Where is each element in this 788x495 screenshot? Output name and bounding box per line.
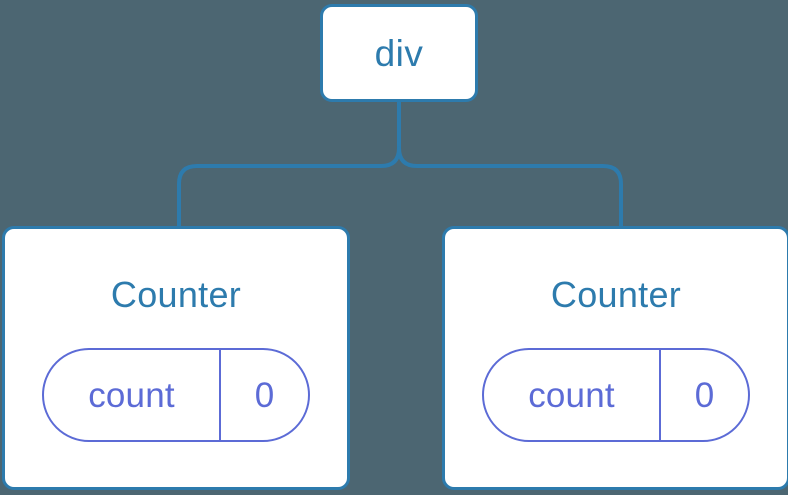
state-pill-right[interactable]: count 0 [482,348,750,442]
connector-branch-right [397,146,623,229]
connector-branch-left [177,146,401,229]
state-value-left: 0 [254,375,275,415]
node-div[interactable]: div [320,4,478,102]
state-key-left: count [44,350,221,440]
node-counter-right-label: Counter [550,274,682,315]
node-counter-left[interactable]: Counter count 0 [2,226,350,490]
state-pill-left[interactable]: count 0 [42,348,310,442]
state-key-right: count [484,350,661,440]
state-value-right: 0 [694,375,715,415]
node-counter-right[interactable]: Counter count 0 [442,226,788,490]
node-counter-left-label: Counter [110,274,242,315]
node-div-label: div [374,32,424,74]
